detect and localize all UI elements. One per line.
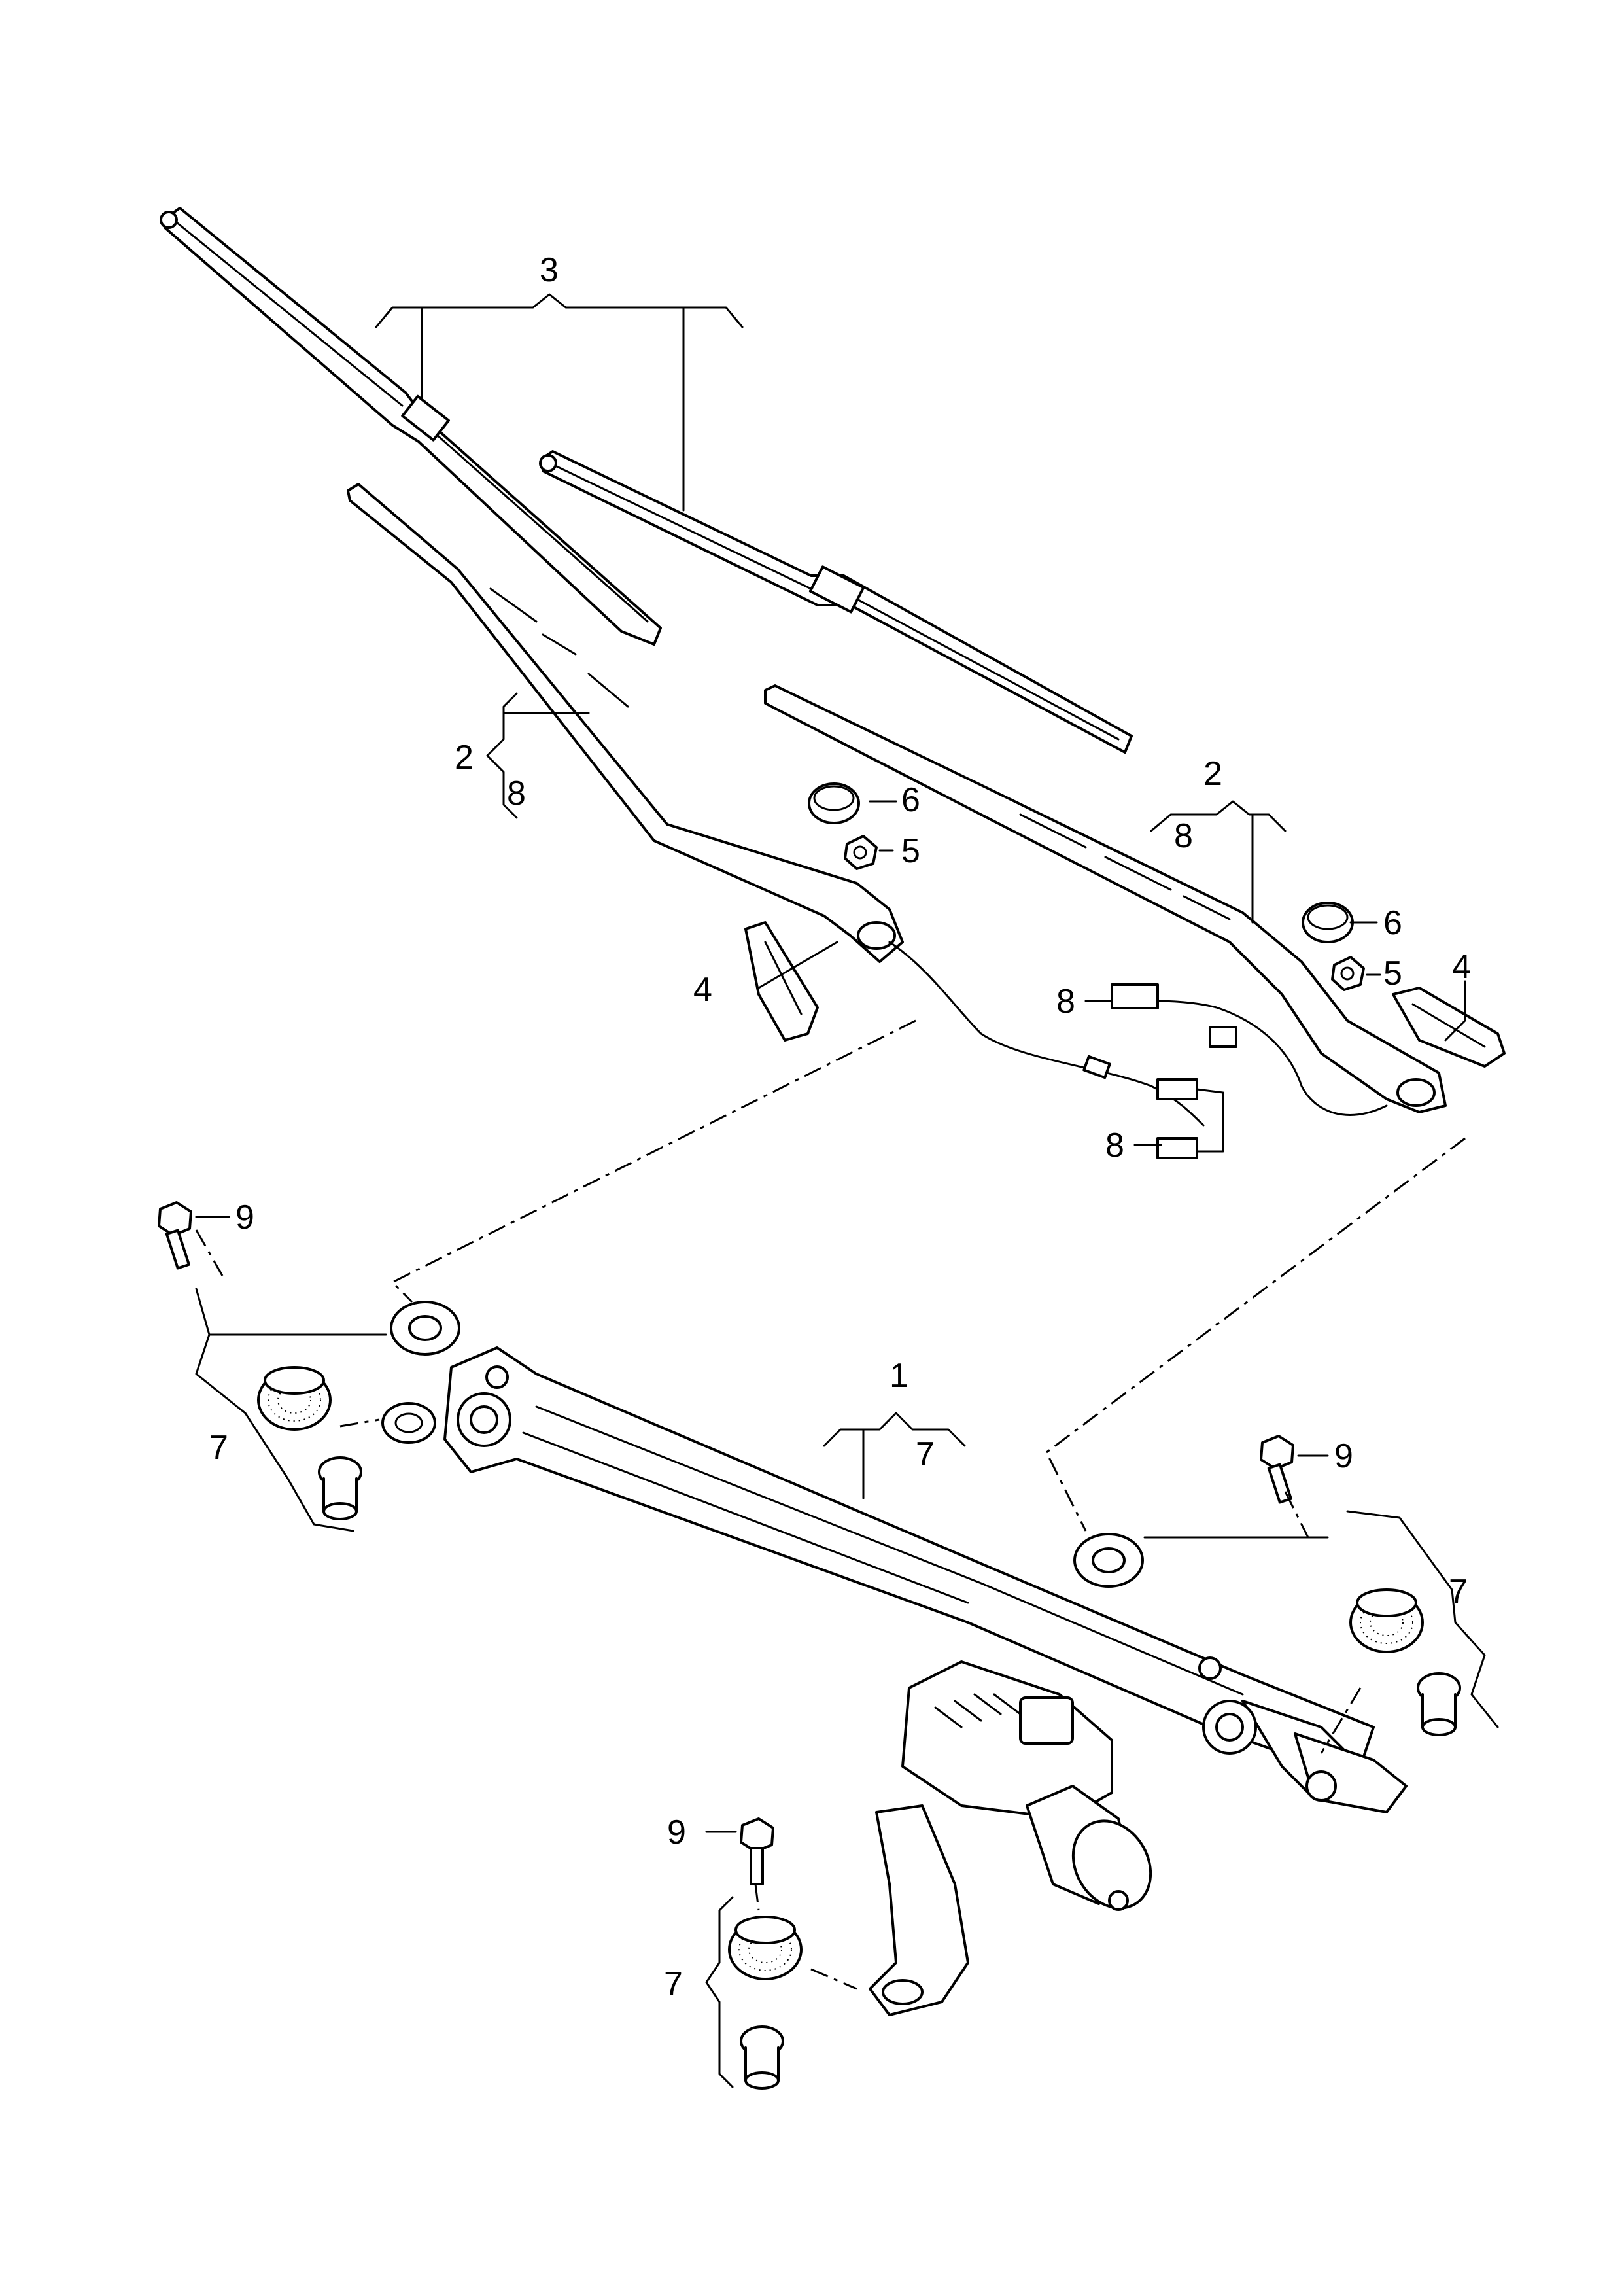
callout-8-nozzle-upper: 8 bbox=[1056, 983, 1075, 1021]
bolt-right bbox=[1260, 1435, 1294, 1504]
bushing-right bbox=[1417, 1672, 1461, 1736]
alignment-lines bbox=[195, 1019, 1466, 1990]
callout-8-right-arm: 8 bbox=[1174, 817, 1193, 855]
callout-5-right: 5 bbox=[1383, 955, 1402, 992]
callout-5-left: 5 bbox=[901, 832, 920, 870]
wiper-blade-short bbox=[539, 450, 1133, 754]
washer-hose-right bbox=[1111, 983, 1388, 1116]
bolt-left bbox=[158, 1201, 192, 1270]
wiper-arm-right bbox=[764, 684, 1447, 1113]
wiper-arm-left bbox=[347, 483, 904, 963]
cover-cap-right bbox=[1392, 987, 1506, 1068]
mount-plate-left bbox=[381, 1402, 436, 1444]
rubber-buffer-bottom bbox=[728, 1916, 803, 1980]
callout-4-left: 4 bbox=[693, 971, 712, 1009]
callout-8-nozzle-lower: 8 bbox=[1105, 1127, 1124, 1165]
wiper-blade-long bbox=[160, 207, 662, 646]
nut-right bbox=[1331, 956, 1365, 991]
bushing-left bbox=[318, 1456, 362, 1520]
wiper-linkage-frame bbox=[443, 1346, 1408, 1813]
grommet-upper-left bbox=[390, 1301, 460, 1356]
callout-6-left: 6 bbox=[901, 781, 920, 819]
callout-6-right: 6 bbox=[1383, 904, 1402, 942]
rubber-buffer-right bbox=[1349, 1588, 1424, 1653]
callout-7-bottom: 7 bbox=[664, 1965, 683, 2003]
nut-left bbox=[844, 835, 878, 870]
callout-3: 3 bbox=[540, 251, 559, 289]
rubber-buffer-left bbox=[257, 1366, 332, 1431]
callout-labels: 1 7 3 2 8 2 8 6 5 4 6 5 4 8 8 9 7 9 7 9 … bbox=[209, 251, 1471, 2003]
wiper-motor bbox=[869, 1660, 1152, 2016]
leader-lines bbox=[195, 293, 1499, 2088]
callout-9-bottom: 9 bbox=[667, 1813, 686, 1851]
cap-right bbox=[1302, 902, 1354, 943]
bolt-bottom bbox=[740, 1817, 774, 1885]
cover-cap-left bbox=[744, 921, 819, 1042]
callout-9-left: 9 bbox=[235, 1199, 254, 1236]
cap-left bbox=[808, 782, 860, 824]
callout-4-right: 4 bbox=[1452, 948, 1471, 986]
callout-1: 1 bbox=[890, 1357, 908, 1395]
callout-8-left-arm: 8 bbox=[507, 775, 526, 813]
callout-7-left: 7 bbox=[209, 1429, 228, 1467]
washer-hose-left bbox=[888, 941, 1224, 1159]
callout-7-frame: 7 bbox=[916, 1435, 935, 1473]
callout-2-left: 2 bbox=[455, 739, 474, 777]
callout-2-right: 2 bbox=[1203, 755, 1222, 793]
bushing-bottom bbox=[740, 2025, 784, 2090]
grommet-upper-right bbox=[1073, 1533, 1144, 1588]
callout-7-right: 7 bbox=[1449, 1573, 1468, 1611]
callout-9-right: 9 bbox=[1334, 1437, 1353, 1475]
